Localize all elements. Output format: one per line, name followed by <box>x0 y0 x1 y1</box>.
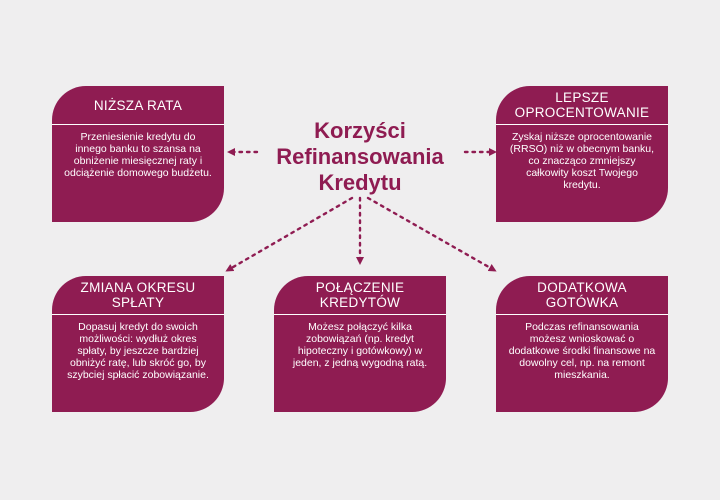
card-body: Zyskaj niższe oprocentowanie (RRSO) niż … <box>509 131 655 191</box>
diagram-title: Korzyści Refinansowania Kredytu <box>276 118 444 195</box>
card-lepsze-oprocentowanie: LEPSZE OPROCENTOWANIE Zyskaj niższe opro… <box>496 86 668 222</box>
card-heading: POŁĄCZENIE KREDYTÓW <box>315 280 405 310</box>
card-body: Dopasuj kredyt do swoich możliwości: wyd… <box>67 321 209 381</box>
card-heading: ZMIANA OKRESU SPŁATY <box>80 280 196 310</box>
card-divider <box>52 314 224 315</box>
card-body: Możesz połączyć kilka zobowiązań (np. kr… <box>292 321 428 369</box>
card-divider <box>496 314 668 315</box>
arrow-to-zmiana-okresu <box>225 196 354 272</box>
card-polaczenie-kredytow: POŁĄCZENIE KREDYTÓW Możesz połączyć kilk… <box>274 276 446 412</box>
card-divider <box>52 124 224 125</box>
arrow-to-dodatkowa <box>366 196 497 272</box>
card-nizsza-rata: NIŻSZA RATA Przeniesienie kredytu do inn… <box>52 86 224 222</box>
card-heading: DODATKOWA GOTÓWKA <box>537 280 627 310</box>
card-heading: LEPSZE OPROCENTOWANIE <box>514 90 650 120</box>
card-divider <box>274 314 446 315</box>
card-body: Przeniesienie kredytu do innego banku to… <box>64 131 212 179</box>
card-heading: NIŻSZA RATA <box>93 97 183 113</box>
card-dodatkowa-gotowka: DODATKOWA GOTÓWKA Podczas refinansowania… <box>496 276 668 412</box>
card-divider <box>496 124 668 125</box>
card-body: Podczas refinansowania możesz wnioskować… <box>508 321 656 381</box>
card-zmiana-okresu-splaty: ZMIANA OKRESU SPŁATY Dopasuj kredyt do s… <box>52 276 224 412</box>
